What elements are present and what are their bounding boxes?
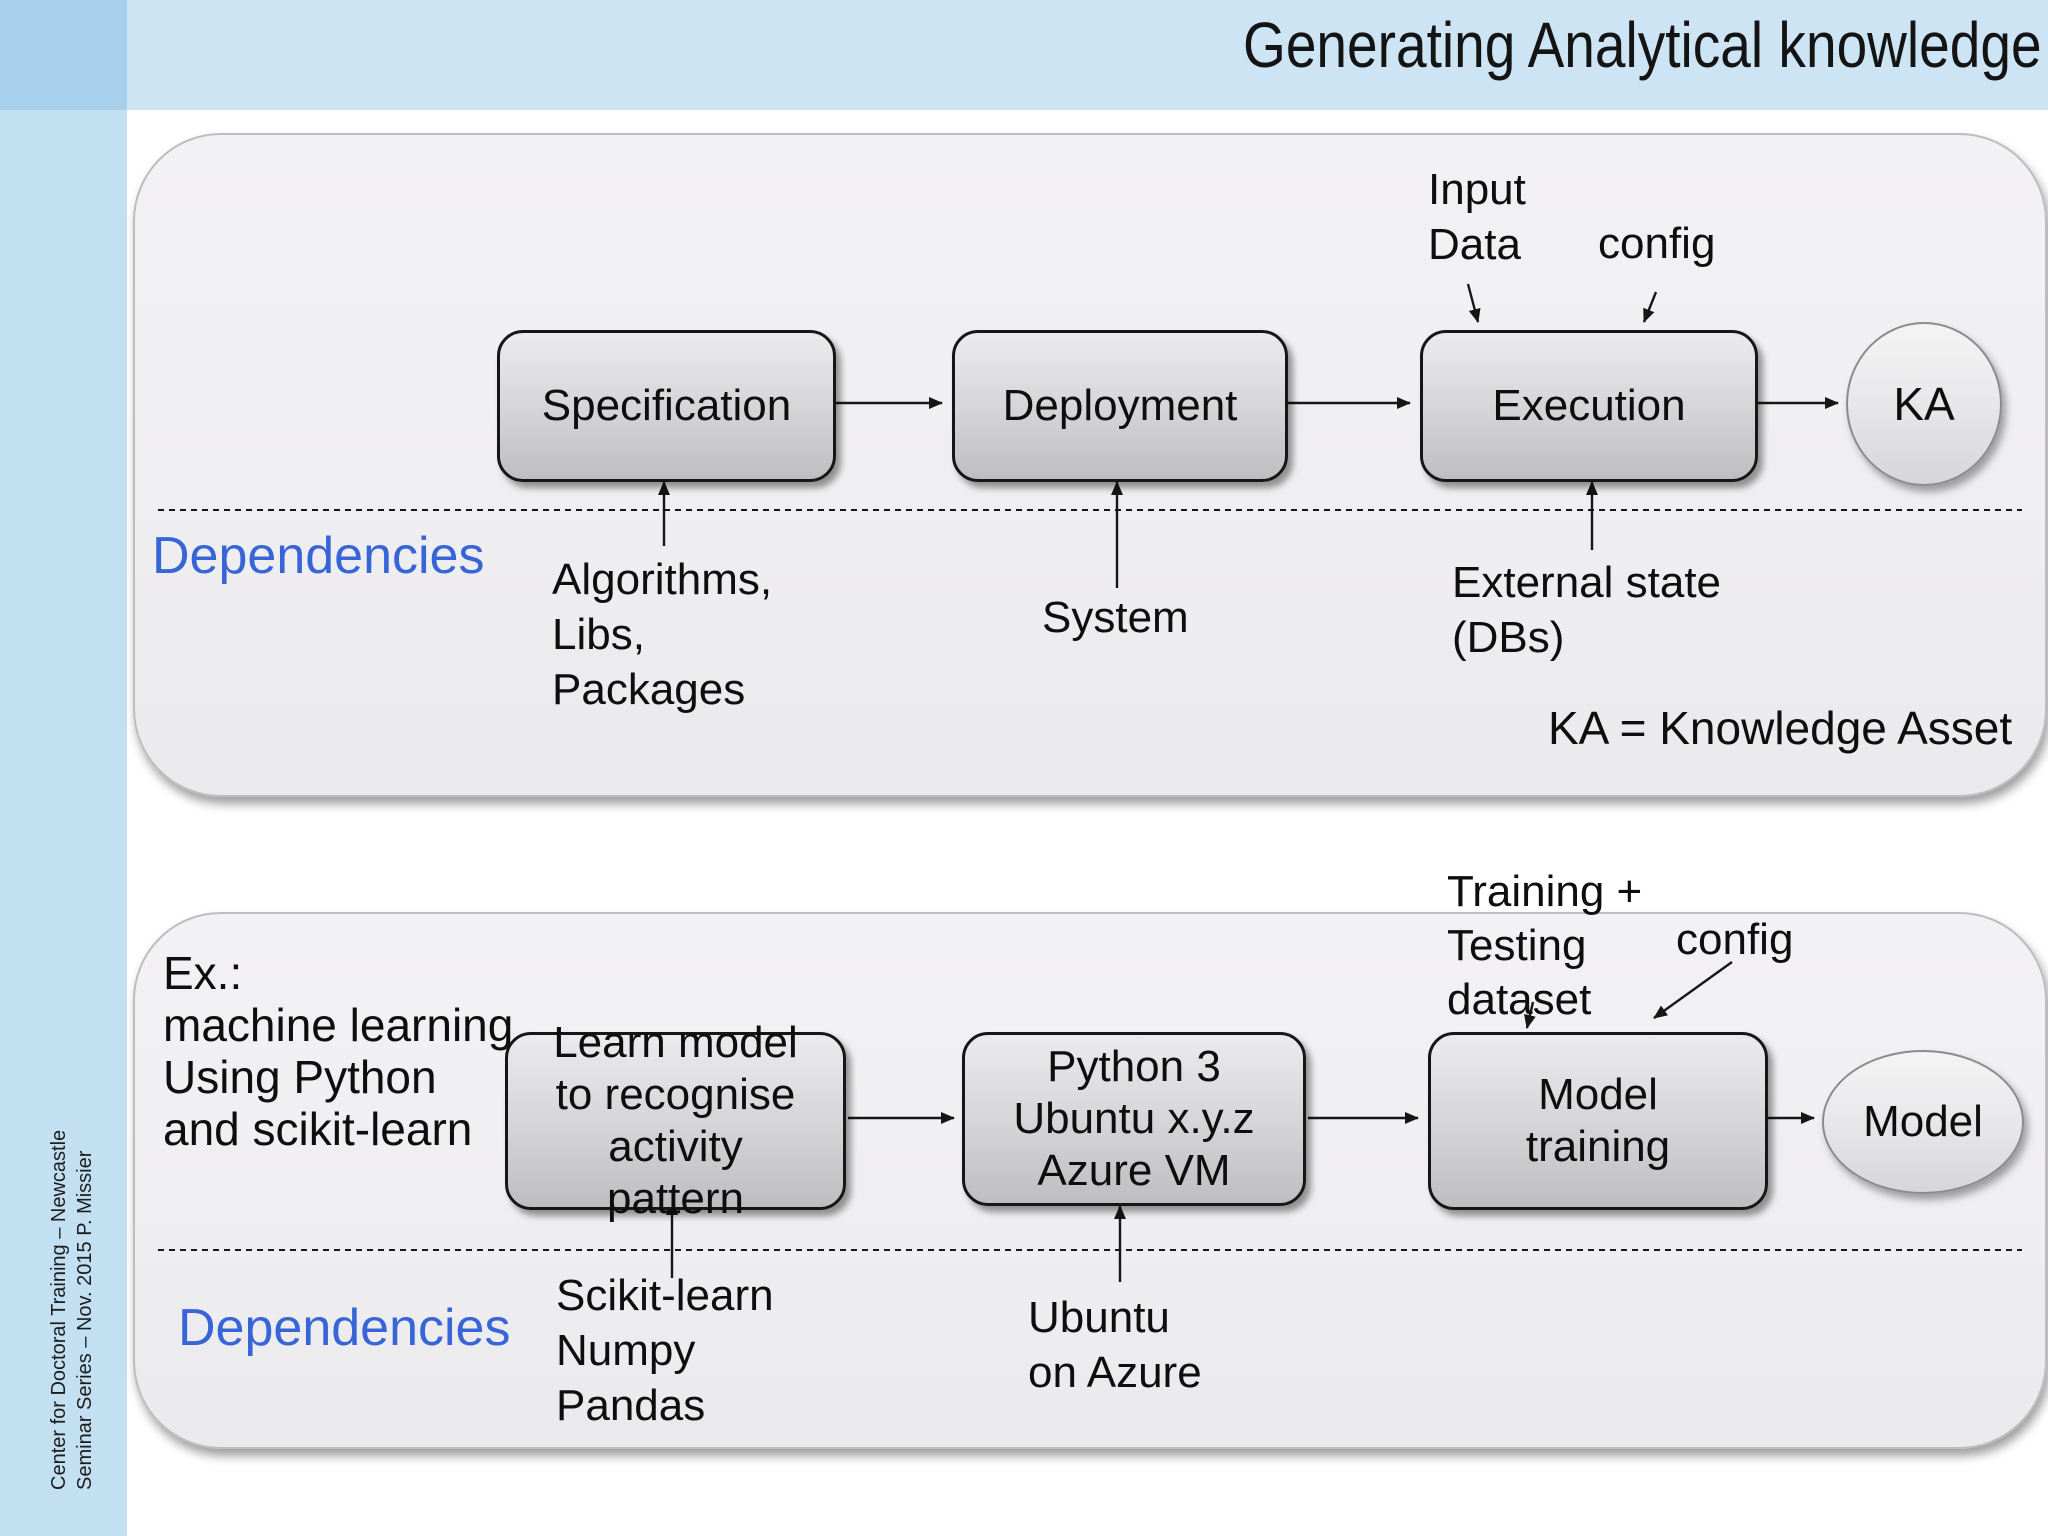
label-training-dataset: Training + Testing dataset xyxy=(1447,867,1643,1025)
label-ubuntu-deps: Ubuntu on Azure xyxy=(1028,1293,1202,1397)
slide-title: Generating Analytical knowledge xyxy=(1243,9,2042,81)
label-ka-note: KA = Knowledge Asset xyxy=(1548,702,2013,754)
label-algorithms: Algorithms, Libs, Packages xyxy=(552,555,773,714)
label-dependencies-bottom: Dependencies xyxy=(178,1299,511,1357)
node-model-training: Model training xyxy=(1428,1032,1768,1210)
corner-square xyxy=(0,0,127,110)
node-learn-model: Learn model to recognise activity patter… xyxy=(505,1018,846,1223)
label-system: System xyxy=(1042,593,1189,642)
top-bar xyxy=(0,0,2048,110)
left-sidebar xyxy=(0,110,127,1536)
credit-line-1: Center for Doctoral Training – Newcastle xyxy=(48,1129,70,1490)
node-specification: Specification xyxy=(497,330,836,482)
label-config-top: config xyxy=(1598,219,1716,268)
label-external-state: External state (DBs) xyxy=(1452,558,1722,662)
label-scikit-deps: Scikit-learn Numpy Pandas xyxy=(556,1271,774,1430)
node-deployment: Deployment xyxy=(952,330,1288,482)
label-dependencies-top: Dependencies xyxy=(152,527,485,585)
node-python-vm: Python 3 Ubuntu x.y.z Azure VM xyxy=(962,1032,1306,1206)
node-execution: Execution xyxy=(1420,330,1758,482)
label-config-bottom: config xyxy=(1676,915,1794,964)
label-input-data: Input Data xyxy=(1428,165,1526,269)
credit-line-2: Seminar Series – Nov. 2015 P. Missier xyxy=(74,1150,96,1490)
node-ka: KA xyxy=(1846,322,2002,486)
label-example-intro: Ex.: machine learning Using Python and s… xyxy=(163,947,514,1155)
node-model: Model xyxy=(1822,1050,2024,1194)
credit-vertical-text: Center for Doctoral Training – Newcastle… xyxy=(46,1098,98,1490)
